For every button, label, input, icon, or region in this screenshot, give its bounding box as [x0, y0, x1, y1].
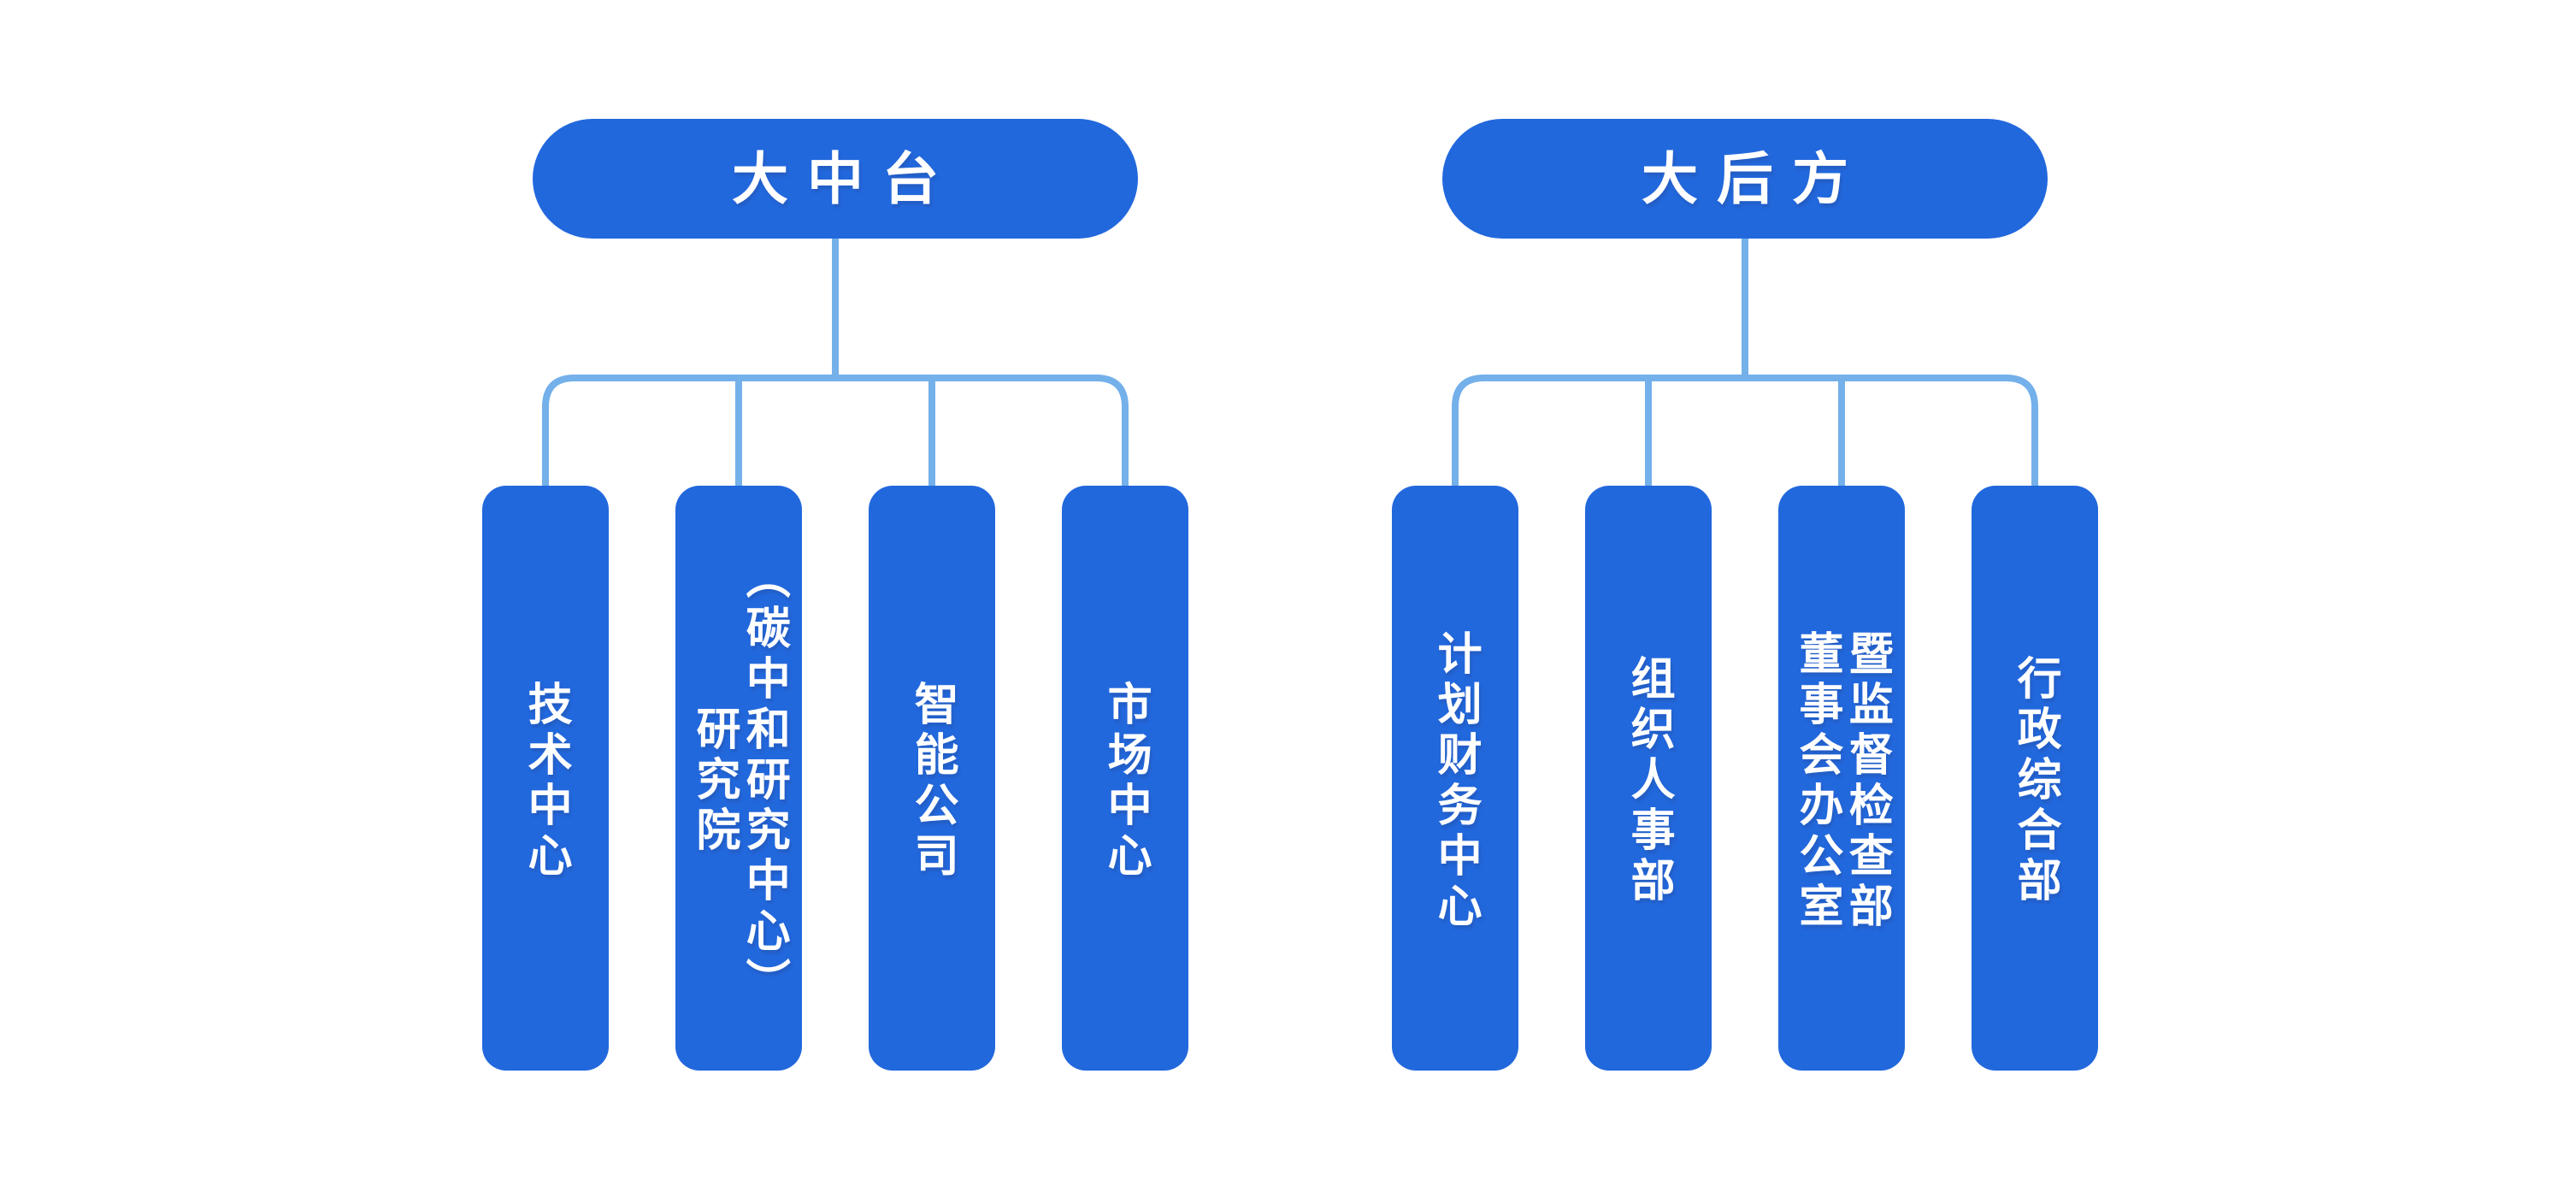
- dept-label: 董事会办公室 暨监督检查部: [1792, 624, 1891, 933]
- group-node-right[interactable]: 大后方: [1442, 119, 2048, 239]
- group-title-right: 大后方: [1642, 147, 1867, 210]
- dept-node-research-institute[interactable]: 研究院 （碳中和研究中心）: [675, 486, 802, 1071]
- dept-label-line: 研究院: [689, 705, 739, 857]
- dept-node-hr[interactable]: 组织人事部: [1585, 486, 1712, 1071]
- dept-label: 技术中心: [521, 675, 570, 882]
- dept-label: 计划财务中心: [1430, 624, 1480, 933]
- dept-label-line: 行政综合部: [2010, 655, 2060, 907]
- dept-node-board-office[interactable]: 董事会办公室 暨监督检查部: [1778, 486, 1905, 1071]
- dept-node-intelligence-company[interactable]: 智能公司: [869, 486, 995, 1071]
- dept-label-line: 技术中心: [521, 680, 571, 882]
- dept-label: 研究院 （碳中和研究中心）: [689, 548, 788, 1008]
- dept-node-planning-finance[interactable]: 计划财务中心: [1392, 486, 1518, 1071]
- dept-label-line: （碳中和研究中心）: [739, 554, 789, 1008]
- dept-node-market-center[interactable]: 市场中心: [1062, 486, 1188, 1071]
- dept-label: 智能公司: [907, 675, 957, 882]
- group-title-left: 大中台: [732, 147, 958, 210]
- dept-label-line: 暨监督检查部: [1842, 629, 1892, 933]
- dept-label: 行政综合部: [2010, 649, 2060, 907]
- dept-label: 市场中心: [1100, 675, 1150, 882]
- dept-node-tech-center[interactable]: 技术中心: [482, 486, 609, 1071]
- dept-label-line: 董事会办公室: [1792, 629, 1842, 933]
- dept-label-line: 市场中心: [1100, 680, 1151, 882]
- group-node-left[interactable]: 大中台: [533, 119, 1138, 239]
- dept-label-line: 组织人事部: [1624, 655, 1674, 907]
- connector-right-bus: [1452, 375, 2038, 486]
- dept-node-admin[interactable]: 行政综合部: [1972, 486, 2098, 1071]
- dept-label: 组织人事部: [1624, 649, 1673, 907]
- dept-label-line: 计划财务中心: [1430, 629, 1481, 933]
- connector-left-bus: [542, 375, 1129, 486]
- dept-label-line: 智能公司: [907, 680, 958, 882]
